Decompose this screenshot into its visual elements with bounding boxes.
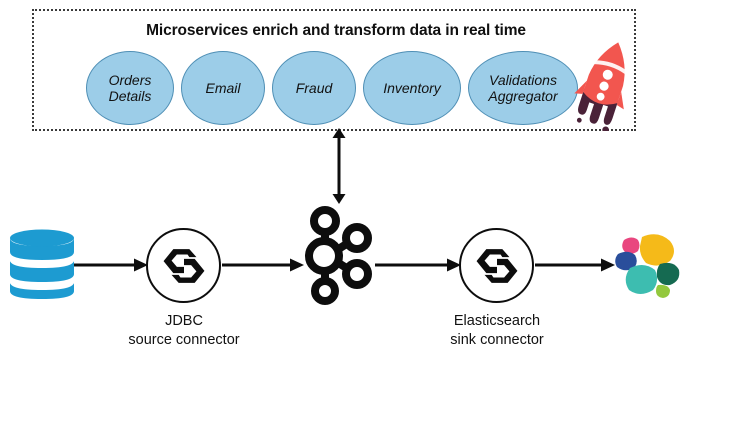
connector-link-icon: [163, 248, 204, 283]
microservice-ellipse-row: Orders Details Email Fraud Inventory: [34, 51, 638, 129]
jdbc-source-connector-caption: JDBC source connector: [84, 312, 284, 349]
caption-line: Elasticsearch: [453, 313, 541, 329]
elasticsearch-sink-connector-icon[interactable]: [459, 228, 534, 303]
microservices-panel-heading: Microservices enrich and transform data …: [146, 22, 526, 39]
microservice-label-line: Validations: [489, 71, 557, 88]
microservice-label-line: Fraud: [295, 79, 333, 96]
caption-line: sink connector: [450, 331, 544, 348]
jdbc-source-connector-icon[interactable]: [146, 228, 221, 303]
caption-line: JDBC: [165, 313, 203, 329]
microservice-fraud[interactable]: Fraud: [272, 51, 356, 125]
connector-link-icon: [476, 248, 517, 283]
microservice-label-line: Orders: [108, 71, 152, 88]
caption-line: source connector: [128, 331, 240, 348]
arrow-jdbc-to-kafka: [222, 256, 304, 274]
microservice-email[interactable]: Email: [181, 51, 265, 125]
kafka-icon: [300, 206, 378, 306]
microservices-panel: Microservices enrich and transform data …: [32, 9, 636, 131]
microservice-orders-details[interactable]: Orders Details: [86, 51, 174, 125]
database-cylinder-icon: [8, 228, 76, 301]
microservice-inventory[interactable]: Inventory: [363, 51, 461, 125]
arrow-es-connector-to-elasticsearch: [535, 256, 615, 274]
microservice-label-line: Aggregator: [488, 88, 558, 104]
arrow-kafka-to-es-connector: [375, 256, 461, 274]
microservice-validations-aggregator[interactable]: Validations Aggregator: [468, 51, 578, 125]
elasticsearch-sink-connector-caption: Elasticsearch sink connector: [397, 312, 597, 349]
elasticsearch-icon: [608, 230, 682, 302]
arrow-kafka-to-microservices: [326, 128, 352, 204]
microservice-label-line: Details: [108, 88, 152, 104]
microservice-label-line: Inventory: [383, 79, 441, 96]
microservice-label-line: Email: [205, 79, 241, 96]
arrow-db-to-jdbc: [74, 256, 148, 274]
rocket-icon: [565, 36, 643, 134]
